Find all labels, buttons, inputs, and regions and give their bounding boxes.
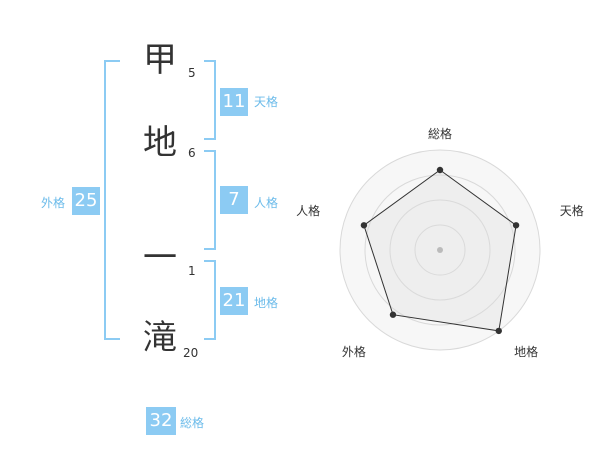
radar-point-3: [495, 327, 502, 335]
radar-axis-label-5: 人格: [296, 203, 320, 218]
jinkaku-bracket: [204, 150, 216, 250]
name-char-1: 甲: [143, 40, 177, 80]
radar-point-1: [436, 166, 444, 174]
tenkaku-value: 11: [220, 88, 248, 116]
tenkaku-label: 天格: [254, 95, 279, 109]
radar-axis-label-4: 外格: [342, 344, 366, 359]
gaikaku-label: 外格: [41, 196, 66, 210]
stroke-count-3: 1: [188, 264, 196, 278]
radar-axis-label-1: 総格: [428, 126, 452, 141]
jinkaku-value: 7: [220, 186, 248, 214]
name-char-2: 地: [143, 123, 177, 163]
radar-point-5: [360, 222, 368, 229]
radar-point-2: [512, 222, 520, 229]
radar-axis-label-3: 地格: [514, 344, 538, 359]
radar-ring-4: [339, 149, 541, 351]
radar-ring-3: [364, 174, 516, 326]
stroke-count-2: 6: [188, 146, 196, 160]
chikaku-value: 21: [220, 287, 248, 315]
gaikaku-value: 25: [72, 187, 100, 215]
soukaku-label: 総格: [180, 416, 205, 430]
radar-center: [437, 247, 443, 253]
radar-ring-2: [389, 199, 491, 301]
radar-ring-1: [414, 224, 466, 276]
name-char-3: 一: [143, 238, 177, 278]
stroke-count-1: 5: [188, 66, 196, 80]
soukaku-value: 32: [146, 407, 176, 435]
stroke-count-4: 20: [183, 346, 199, 360]
chikaku-bracket: [204, 260, 216, 340]
name-char-4: 滝: [143, 318, 177, 358]
jinkaku-label: 人格: [254, 196, 279, 210]
chikaku-label: 地格: [254, 296, 279, 310]
radar-axis-label-2: 天格: [560, 203, 584, 218]
radar-point-4: [389, 311, 397, 318]
tenkaku-bracket: [204, 60, 216, 140]
gaikaku-bracket: [104, 60, 120, 340]
